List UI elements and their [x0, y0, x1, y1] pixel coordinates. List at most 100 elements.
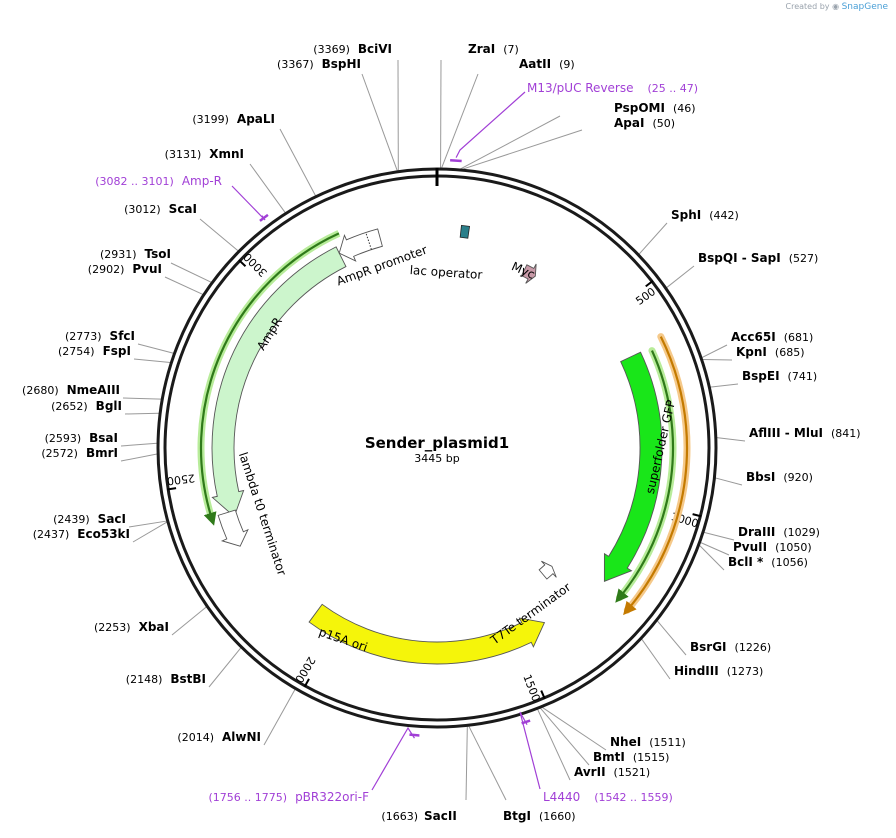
enzyme-name: BglI — [96, 399, 122, 413]
enzyme-name: BtgI — [503, 809, 531, 823]
enzyme-site-bgli[interactable]: BglI(2652) — [51, 399, 122, 413]
enzyme-name: XmnI — [209, 147, 244, 161]
feature-lac-operator[interactable] — [459, 224, 471, 239]
enzyme-site-apali[interactable]: ApaLI (3199) — [192, 112, 275, 126]
enzyme-position: (3199) — [192, 113, 229, 126]
enzyme-name: BspHI — [322, 57, 361, 71]
enzyme-site-apai[interactable]: ApaI(50) — [614, 116, 675, 130]
primer-leader-line — [231, 185, 266, 221]
primer-amp-r[interactable]: (3082 .. 3101)Amp-R — [95, 174, 269, 222]
enzyme-leader-line — [122, 397, 162, 400]
primer-leader-line — [455, 91, 526, 158]
feature-superfolder-gfp[interactable] — [603, 351, 663, 582]
primer-pbr322ori-f[interactable]: (1756 .. 1775)pBR322ori-F — [209, 726, 420, 804]
enzyme-name: ScaI — [169, 202, 197, 216]
scale-tick-label: 500 — [633, 285, 658, 308]
enzyme-name: ApaLI — [237, 112, 275, 126]
enzyme-site-bsrgi[interactable]: BsrGI(1226) — [690, 640, 771, 654]
enzyme-name: BspQI - SapI — [698, 251, 781, 265]
primer-name: pBR322ori-F — [295, 790, 369, 804]
enzyme-name: SfcI — [110, 329, 135, 343]
enzyme-position: (7) — [503, 43, 519, 56]
enzyme-site-btgi[interactable]: BtgI(1660) — [503, 809, 576, 823]
feature-p15a-ori[interactable] — [308, 603, 546, 665]
enzyme-leader-line — [249, 163, 286, 213]
enzyme-site-sfci[interactable]: SfcI(2773) — [65, 329, 135, 343]
enzyme-site-bmri[interactable]: BmrI(2572) — [41, 446, 118, 460]
enzyme-leader-line — [641, 638, 671, 680]
enzyme-name: BsrGI — [690, 640, 727, 654]
enzyme-site-sphi[interactable]: SphI(442) — [671, 208, 739, 222]
enzyme-leader-line — [700, 542, 730, 556]
primer-l4440[interactable]: L4440(1542 .. 1559) — [519, 711, 673, 804]
enzyme-site-bcivi[interactable]: BciVI(3369) — [313, 42, 392, 56]
enzyme-position: (2148) — [126, 673, 163, 686]
enzyme-leader-line — [716, 437, 746, 442]
enzyme-site-hindiii[interactable]: HindIII (1273) — [674, 664, 763, 678]
enzyme-site-avrii[interactable]: AvrII(1521) — [574, 765, 650, 779]
enzyme-position: (527) — [789, 252, 819, 265]
enzyme-site-aatii[interactable]: AatII(9) — [519, 57, 575, 71]
enzyme-name: FspI — [103, 344, 131, 358]
enzyme-site-nmeaiii[interactable]: NmeAIII(2680) — [22, 383, 120, 397]
enzyme-position: (1273) — [727, 665, 764, 678]
feature-ampr-promoter[interactable] — [338, 228, 383, 262]
enzyme-leader-line — [170, 262, 212, 283]
enzyme-position: (9) — [559, 58, 575, 71]
enzyme-leader-line — [263, 689, 296, 746]
enzyme-position: (1515) — [633, 751, 670, 764]
enzyme-site-acc65i[interactable]: Acc65I(681) — [731, 330, 813, 344]
enzyme-site-pvuii[interactable]: PvuII(1050) — [733, 540, 812, 554]
enzyme-site-xbai[interactable]: XbaI(2253) — [94, 620, 169, 634]
enzyme-site-bspei[interactable]: BspEI(741) — [742, 369, 817, 383]
enzyme-site-saci[interactable]: SacI(2439) — [53, 512, 126, 526]
enzyme-name: Acc65I — [731, 330, 776, 344]
enzyme-site-pvui[interactable]: PvuI(2902) — [88, 262, 162, 276]
feature-lambda-t0-terminator[interactable] — [217, 509, 249, 547]
enzyme-site-bsphi[interactable]: BspHI(3367) — [277, 57, 361, 71]
plasmid-name: Sender_plasmid1 — [365, 434, 509, 452]
enzyme-name: BsaI — [89, 431, 118, 445]
enzyme-site-bspqi-sapi[interactable]: BspQI - SapI (527) — [698, 251, 818, 265]
enzyme-leader-line — [132, 521, 168, 543]
enzyme-position: (2680) — [22, 384, 59, 397]
enzyme-site-fspi[interactable]: FspI(2754) — [58, 344, 131, 358]
enzyme-site-bbsi[interactable]: BbsI(920) — [746, 470, 813, 484]
features-layer[interactable] — [211, 224, 663, 665]
enzyme-name: TsoI — [145, 247, 171, 261]
enzyme-site-tsoi[interactable]: TsoI (2931) — [100, 247, 171, 261]
enzyme-name: BciVI — [358, 42, 392, 56]
enzyme-site-pspomi[interactable]: PspOMI(46) — [614, 101, 696, 115]
primers-layer[interactable]: M13/pUC Reverse(25 .. 47) (3082 .. 3101)A… — [95, 81, 698, 804]
enzyme-site-sacii[interactable]: SacII(1663) — [381, 809, 456, 823]
enzyme-site-bsai[interactable]: BsaI(2593) — [45, 431, 118, 445]
enzyme-site-afliii-mlui[interactable]: AflIII - MluI(841) — [749, 426, 861, 440]
enzyme-site-kpni[interactable]: KpnI(685) — [736, 345, 805, 359]
enzyme-leader-line — [208, 647, 242, 688]
primer-name: Amp-R — [182, 174, 222, 188]
enzyme-site-draiii[interactable]: DraIII(1029) — [738, 525, 820, 539]
enzyme-position: (2931) — [100, 248, 137, 261]
enzyme-leader-line — [710, 383, 739, 388]
enzyme-leader-line — [120, 442, 158, 447]
enzyme-name: BbsI — [746, 470, 775, 484]
feature-myc[interactable] — [520, 263, 537, 284]
scale-tick — [540, 690, 546, 700]
feature-t7te-terminator[interactable] — [538, 560, 557, 580]
feature-ampr[interactable] — [211, 246, 347, 518]
enzyme-site-bmti[interactable]: BmtI(1515) — [593, 750, 669, 764]
enzyme-site-xmni[interactable]: XmnI(3131) — [165, 147, 244, 161]
enzyme-site-bcli[interactable]: BclI *(1056) — [728, 555, 808, 569]
enzyme-site-eco53ki[interactable]: Eco53kI(2437) — [33, 527, 130, 541]
enzyme-site-scai[interactable]: ScaI(3012) — [124, 202, 197, 216]
enzyme-leader-line — [703, 531, 735, 541]
enzyme-site-nhei[interactable]: NheI(1511) — [610, 735, 686, 749]
enzyme-site-alwni[interactable]: AlwNI(2014) — [177, 730, 261, 744]
primer-m13-puc-reverse[interactable]: M13/pUC Reverse(25 .. 47) — [450, 81, 698, 163]
primer-range: (1542 .. 1559) — [594, 791, 673, 804]
enzyme-site-bstbi[interactable]: BstBI(2148) — [126, 672, 206, 686]
enzyme-position: (685) — [775, 346, 805, 359]
enzyme-name: HindIII — [674, 664, 719, 678]
enzyme-site-zrai[interactable]: ZraI(7) — [468, 42, 519, 56]
watermark-brand: SnapGene — [841, 2, 888, 12]
